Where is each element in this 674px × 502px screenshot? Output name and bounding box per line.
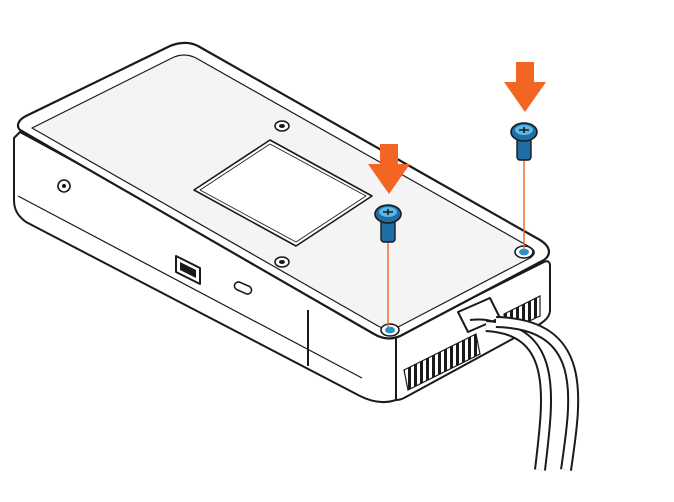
power-button-icon (57, 179, 71, 193)
screw-icon (374, 204, 402, 243)
screw-icon (510, 122, 538, 161)
usb-c-port-icon (233, 281, 253, 295)
bottom-lip (17, 195, 363, 379)
screw-hole-front-right (380, 323, 400, 337)
arrow-down-icon (504, 62, 546, 112)
vent-grille-front (403, 333, 481, 391)
cable-wire-inner-fill (495, 318, 578, 471)
arrow-down-icon (368, 144, 410, 194)
label-recess-inner (199, 143, 367, 243)
usb-port-icon (175, 255, 201, 285)
device-top (16, 41, 550, 340)
top-screw-front (274, 256, 290, 268)
top-screw-rear (274, 120, 290, 132)
cable-icon (457, 297, 580, 471)
cable-wire-outer-fill (485, 322, 550, 471)
label-recess (193, 139, 373, 247)
